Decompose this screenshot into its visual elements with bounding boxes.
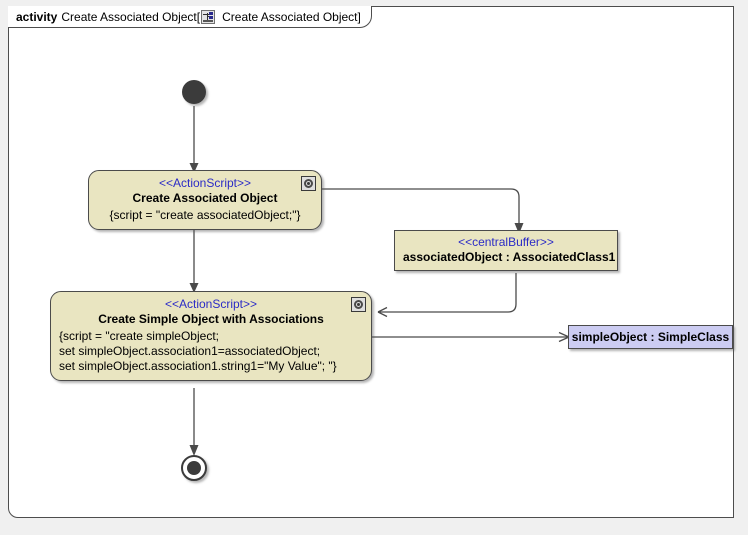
- action-node-script: {script = "create associatedObject;"}: [109, 208, 301, 222]
- frame-inner-name: Create Associated Object: [222, 9, 358, 24]
- stereotype-label: <<centralBuffer>>: [458, 235, 554, 249]
- action-node-script: {script = "create simpleObject; set simp…: [59, 329, 337, 373]
- action-node-create-associated-object[interactable]: <<ActionScript>> Create Associated Objec…: [88, 170, 322, 230]
- final-node[interactable]: [181, 455, 207, 481]
- central-buffer-title: associatedObject : AssociatedClass1: [403, 250, 616, 264]
- activity-diagram-icon: [201, 9, 216, 24]
- action-node-create-simple-object[interactable]: <<ActionScript>> Create Simple Object wi…: [50, 291, 372, 381]
- frame-name: Create Associated Object: [61, 9, 197, 24]
- script-badge-icon: [301, 176, 316, 191]
- activity-frame-header: activity Create Associated Object [ Crea…: [8, 6, 372, 28]
- frame-close-bracket: ]: [357, 9, 361, 24]
- frame-open-bracket: [: [196, 9, 201, 24]
- action-node-title: Create Simple Object with Associations: [98, 312, 324, 326]
- activity-frame: [8, 6, 734, 518]
- object-node-title: simpleObject : SimpleClass: [571, 329, 730, 344]
- stereotype-label: <<ActionScript>>: [158, 176, 252, 190]
- object-node-simple-object[interactable]: simpleObject : SimpleClass: [568, 325, 733, 349]
- frame-keyword: activity: [16, 9, 58, 24]
- initial-node[interactable]: [182, 80, 206, 104]
- action-node-title: Create Associated Object: [132, 191, 278, 205]
- central-buffer-node[interactable]: <<centralBuffer>> associatedObject : Ass…: [394, 230, 618, 271]
- script-badge-icon: [351, 297, 366, 312]
- stereotype-label: <<ActionScript>>: [164, 297, 258, 311]
